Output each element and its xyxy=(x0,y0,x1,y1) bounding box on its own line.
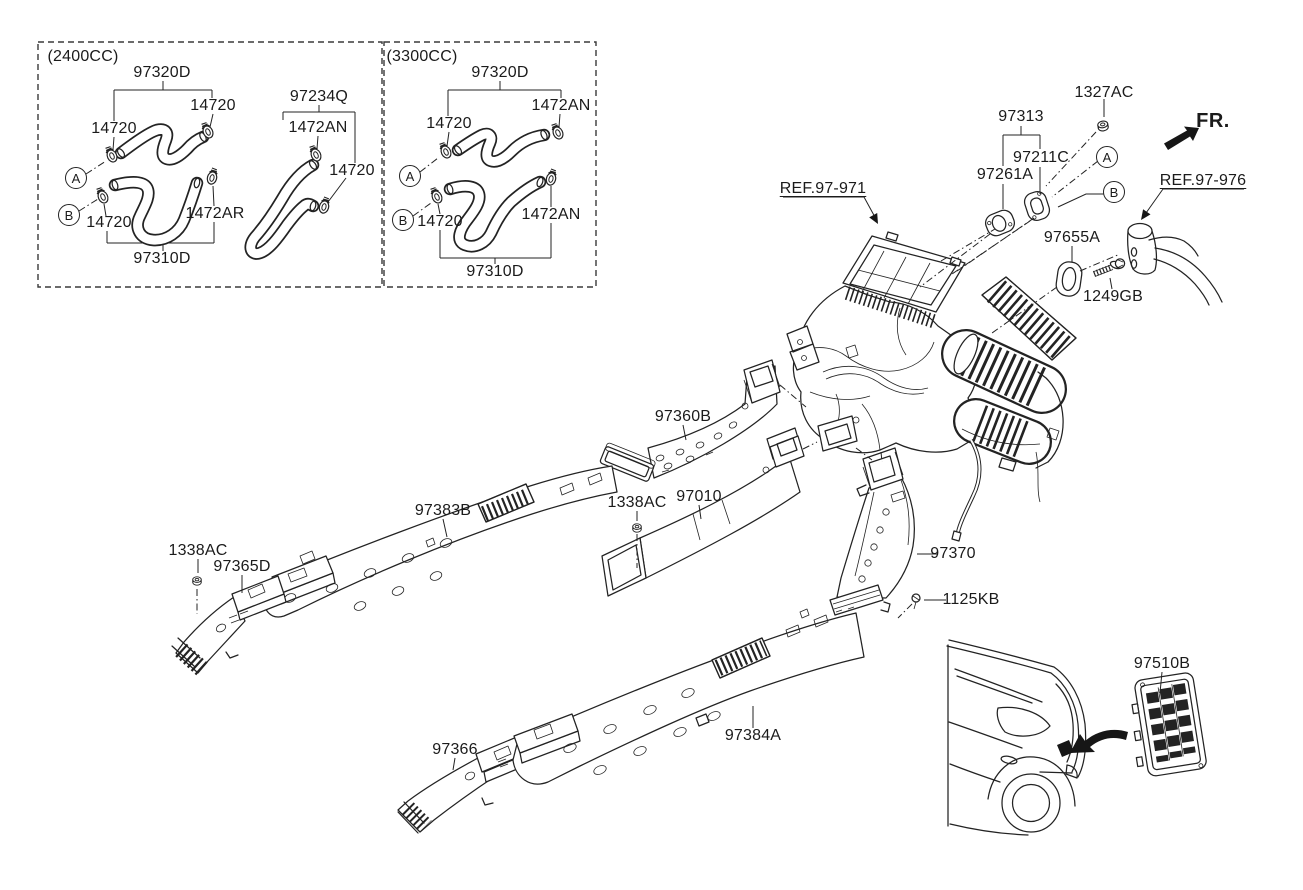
leader-lines xyxy=(197,99,1244,771)
fr-indicator-label: FR. xyxy=(1196,110,1230,132)
part-label-97384a: 97384A xyxy=(724,727,782,744)
part-label-14720-2400-bottomleft: 14720 xyxy=(86,214,132,231)
callout-b-2400: B xyxy=(58,204,80,226)
part-label-1472an-3300-top: 1472AN xyxy=(531,97,591,114)
duct-97365d xyxy=(171,575,287,676)
duct-97370 xyxy=(829,447,915,616)
part-label-1125kb: 1125KB xyxy=(942,591,1000,608)
inset-3300-title: (3300CC) xyxy=(386,48,458,65)
part-label-14720-3300-bottom: 14720 xyxy=(417,213,463,230)
part-label-14720-2400-right: 14720 xyxy=(329,162,375,179)
part-label-1338ac-center: 1338AC xyxy=(607,494,667,511)
screw-1125kb xyxy=(911,593,921,610)
callout-a-main: A xyxy=(1096,146,1118,168)
inset-2400cc-box xyxy=(37,41,383,288)
duct-97384a xyxy=(512,606,865,785)
gasket-97261a xyxy=(984,209,1016,237)
ref-label-97-976: REF.97-976 xyxy=(1159,172,1247,189)
part-label-1472an-2400: 1472AN xyxy=(288,119,348,136)
vent-97510b xyxy=(1131,672,1207,777)
part-label-97234q: 97234Q xyxy=(289,88,349,105)
part-label-97510b: 97510B xyxy=(1133,655,1191,672)
duct-97383b xyxy=(263,465,618,618)
inset-3300cc-box xyxy=(383,41,597,288)
part-label-97370: 97370 xyxy=(930,545,976,562)
part-label-1338ac-left: 1338AC xyxy=(168,542,228,559)
bolt-1249gb xyxy=(1092,258,1126,277)
grommet-97655a xyxy=(1055,261,1083,297)
callout-b-3300: B xyxy=(392,209,414,231)
connector-ref976 xyxy=(1127,222,1223,306)
part-label-97310d-3300: 97310D xyxy=(466,263,524,280)
ref-label-97-971: REF.97-971 xyxy=(779,180,867,197)
part-label-97366: 97366 xyxy=(432,741,478,758)
car-rear-quarter xyxy=(946,639,1128,836)
part-label-97261a: 97261A xyxy=(976,166,1034,183)
part-label-14720-2400-left: 14720 xyxy=(91,120,137,137)
gasket-97211c xyxy=(1023,191,1051,221)
part-label-97365d: 97365D xyxy=(213,558,271,575)
part-label-97383b: 97383B xyxy=(414,502,472,519)
part-label-14720-3300-left: 14720 xyxy=(426,115,472,132)
part-label-97655a: 97655A xyxy=(1043,229,1101,246)
part-label-97320d-3300: 97320D xyxy=(471,64,529,81)
part-label-1472ar-2400: 1472AR xyxy=(185,205,245,222)
duct-97010 xyxy=(601,427,805,597)
small-parts xyxy=(984,119,1223,306)
part-label-1472an-3300-right: 1472AN xyxy=(521,206,581,223)
duct-97360b xyxy=(599,359,781,482)
part-label-97310d-2400: 97310D xyxy=(133,250,191,267)
heater-unit-sketch xyxy=(786,231,1077,542)
part-label-14720-2400-topright: 14720 xyxy=(190,97,236,114)
fasteners xyxy=(192,523,921,610)
part-label-1249gb: 1249GB xyxy=(1083,288,1143,305)
part-label-97313: 97313 xyxy=(998,108,1044,125)
fr-direction-arrow xyxy=(1164,126,1199,150)
part-label-1327ac: 1327AC xyxy=(1074,84,1134,101)
part-label-97211c: 97211C xyxy=(1012,149,1070,166)
part-label-97320d-2400: 97320D xyxy=(133,64,191,81)
callout-a-2400: A xyxy=(65,167,87,189)
part-label-97360b: 97360B xyxy=(654,408,712,425)
callout-a-3300: A xyxy=(399,165,421,187)
part-label-97010: 97010 xyxy=(676,488,722,505)
callout-b-main: B xyxy=(1103,181,1125,203)
inset-2400-title: (2400CC) xyxy=(47,48,119,65)
explode-lines xyxy=(196,131,1121,619)
